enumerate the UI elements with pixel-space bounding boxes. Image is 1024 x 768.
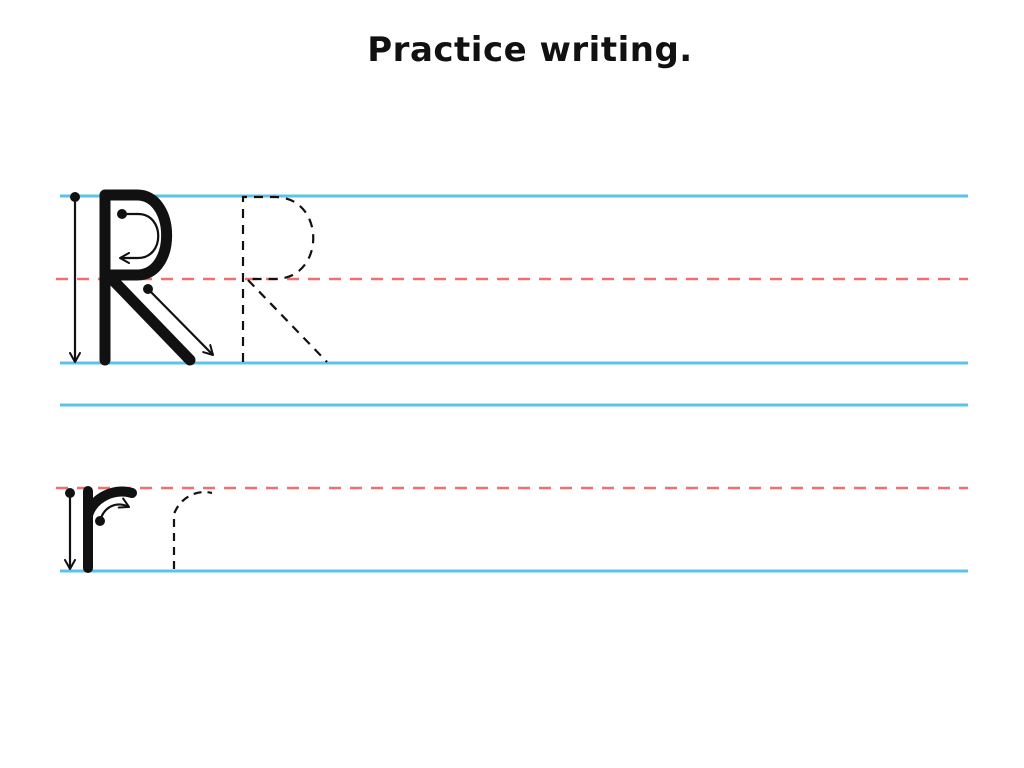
trace-letter-lowercase-r	[172, 490, 213, 569]
start-dot	[70, 192, 80, 202]
stroke-order-arrows-uppercase	[69, 192, 214, 363]
arrow-curve-stroke	[98, 497, 130, 522]
stroke-order-arrows-lowercase	[64, 488, 130, 570]
uppercase-row	[56, 189, 968, 366]
model-letter-lowercase-r	[83, 486, 137, 573]
start-dot	[65, 488, 75, 498]
arrow-diagonal-stroke	[147, 288, 214, 356]
trace-letter-uppercase-r	[241, 195, 328, 363]
page-title: Practice writing.	[367, 30, 693, 70]
arrow-curve-stroke	[119, 212, 160, 264]
model-letter-uppercase-r	[99, 189, 196, 366]
lowercase-row	[56, 403, 968, 573]
